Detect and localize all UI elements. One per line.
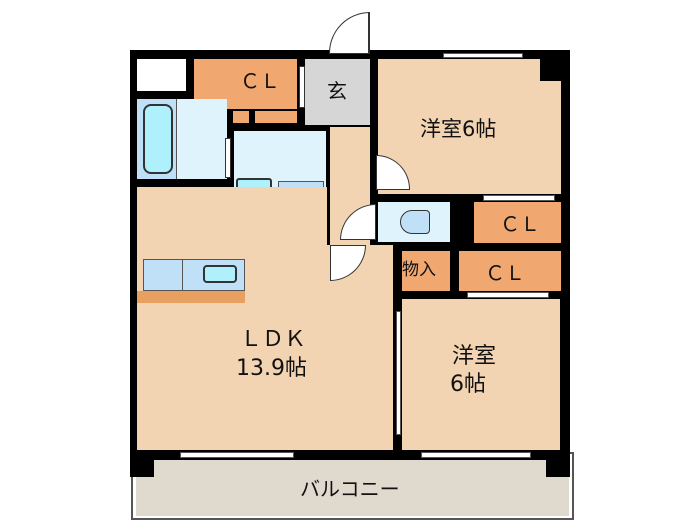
closet-2-label: ＣＬ (500, 212, 540, 236)
sliding-door[interactable] (396, 311, 401, 435)
counter-top (137, 291, 245, 303)
ldk (137, 187, 327, 450)
bath-door[interactable] (225, 138, 231, 178)
western-room-2 (402, 299, 560, 450)
closet-3-door[interactable] (467, 292, 549, 298)
storage (402, 251, 450, 291)
closet-1-lower (233, 111, 249, 123)
kitchen-sink-icon (203, 265, 237, 283)
window-north[interactable] (443, 53, 523, 58)
window-south-western[interactable] (421, 452, 531, 458)
ldk-size: 13.9帖 (236, 356, 307, 381)
western-room-1 (378, 59, 561, 194)
wall-corner-left (130, 455, 154, 477)
ldk-label: ＬＤＫ (240, 327, 307, 352)
balcony-label: バルコニー (300, 477, 400, 501)
closet-2 (474, 202, 561, 243)
bathtub-icon (143, 104, 173, 174)
entrance (305, 59, 370, 125)
closet-door[interactable] (299, 66, 305, 108)
closet-3 (459, 251, 561, 291)
closet-1-lower2 (255, 111, 297, 123)
window-south-ldk[interactable] (180, 452, 294, 458)
closet-2-door[interactable] (483, 195, 555, 201)
pillar-ne (540, 59, 562, 81)
western-room-2-size: 6帖 (450, 372, 486, 397)
toilet-icon (400, 210, 430, 234)
stove-icon (143, 259, 183, 291)
closet-1-label: ＣＬ (240, 69, 280, 93)
entrance-label: 玄 (327, 79, 347, 103)
western-room-1-label: 洋室6帖 (420, 117, 497, 141)
storage-label: 物入 (402, 260, 436, 280)
western-room-2-label: 洋室 (452, 344, 497, 369)
balcony (136, 456, 569, 516)
closet-3-label: ＣＬ (485, 261, 525, 285)
storage-box (137, 59, 186, 91)
entrance-door[interactable] (329, 12, 370, 54)
wall-corner-right (546, 455, 570, 477)
